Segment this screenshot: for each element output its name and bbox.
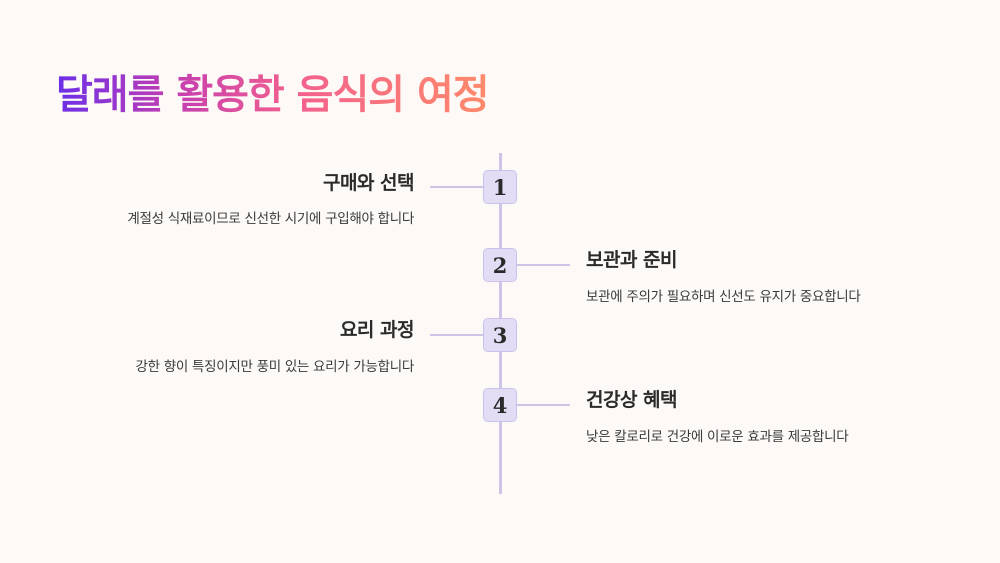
step-number-badge: 3 (483, 318, 517, 352)
step-description: 보관에 주의가 필요하며 신선도 유지가 중요합니다 (586, 289, 861, 305)
step-title: 건강상 혜택 (586, 389, 678, 411)
step-title: 요리 과정 (339, 319, 415, 341)
connector-line (430, 334, 483, 336)
step-title: 구매와 선택 (322, 172, 415, 194)
step-description: 강한 향이 특징이지만 풍미 있는 요리가 가능합니다 (135, 359, 415, 375)
step-number-badge: 2 (483, 248, 517, 282)
step-description: 낮은 칼로리로 건강에 이로운 효과를 제공합니다 (586, 429, 849, 445)
connector-line (517, 264, 570, 266)
step-number-badge: 1 (483, 170, 517, 204)
page-title: 달래를 활용한 음식의 여정 (56, 62, 490, 120)
step-title: 보관과 준비 (586, 249, 678, 271)
step-description: 계절성 식재료이므로 신선한 시기에 구입해야 합니다 (127, 211, 414, 227)
step-number-badge: 4 (483, 388, 517, 422)
connector-line (430, 186, 483, 188)
connector-line (517, 404, 570, 406)
